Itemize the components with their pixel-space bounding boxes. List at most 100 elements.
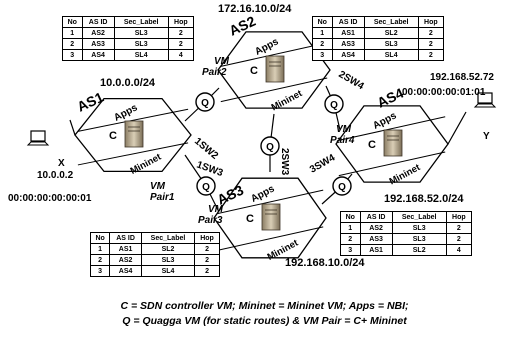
table-cell: 2 — [89, 254, 111, 266]
controller-label: C — [368, 139, 376, 151]
divider-line — [338, 151, 446, 177]
table-cell: SL3 — [391, 222, 447, 234]
quagga-q34 — [332, 176, 352, 196]
table-cell: 2 — [312, 38, 333, 50]
table-cell: 1 — [62, 27, 83, 39]
table-cell: AS4 — [109, 265, 142, 277]
table-header-cell: Hop — [445, 211, 473, 223]
table-cell: 4 — [167, 49, 195, 61]
table-cell: AS4 — [331, 49, 365, 61]
caption-line-1: C = SDN controller VM; Mininet = Mininet… — [120, 300, 409, 312]
table-header-cell: Sec_Label — [391, 211, 447, 223]
as-prefix-as3: 192.168.10.0/24 — [285, 257, 365, 269]
table-cell: AS1 — [359, 244, 393, 256]
table-cell: SL2 — [391, 244, 447, 256]
link-line — [447, 111, 467, 145]
divider-line — [220, 42, 328, 67]
table-cell: AS1 — [109, 243, 142, 255]
table-header-cell: Hop — [167, 16, 195, 28]
table-cell: SL3 — [113, 38, 169, 50]
as-prefix-as2: 172.16.10.0/24 — [218, 3, 292, 15]
server-icon — [124, 120, 144, 148]
vm-pair-label: Pair4 — [330, 135, 355, 146]
table-header-cell: No — [312, 16, 333, 28]
table-header-cell: Hop — [194, 232, 220, 244]
table-cell: AS2 — [359, 222, 393, 234]
switch-label-1SW2: 1SW2 — [192, 136, 220, 162]
quagga-q13 — [196, 176, 216, 196]
keyboard — [473, 103, 497, 108]
table-header-cell: Sec_Label — [140, 232, 196, 244]
controller-label: C — [109, 130, 117, 142]
quagga-q23 — [260, 136, 280, 156]
quagga-label: Q — [330, 100, 338, 111]
vm-pair-label: Pair2 — [202, 67, 227, 78]
divider-line — [338, 116, 446, 141]
quagga-label: Q — [201, 98, 209, 109]
table-header-cell: AS ID — [331, 16, 365, 28]
table-cell: SL4 — [140, 265, 196, 277]
table-cell: 2 — [340, 233, 361, 245]
switch-label-3SW4: 3SW4 — [308, 152, 337, 175]
controller-label: C — [250, 65, 258, 77]
table-cell: 2 — [417, 49, 445, 61]
host-y-ip: 192.168.52.72 — [430, 72, 494, 83]
quagga-label: Q — [202, 182, 210, 193]
quagga-q12 — [195, 92, 215, 112]
table-cell: SL3 — [363, 38, 419, 50]
table-header-cell: AS ID — [359, 211, 393, 223]
vm-pair-label: VM — [208, 204, 224, 215]
host-x-mac: 00:00:00:00:00:01 — [8, 193, 92, 204]
server-body — [124, 120, 144, 148]
host-y-name: Y — [483, 131, 490, 142]
switch-label-2SW4: 2SW4 — [337, 69, 366, 92]
table-cell: AS1 — [331, 27, 365, 39]
table-cell: 2 — [417, 38, 445, 50]
table-cell: 4 — [445, 244, 473, 256]
host-x-ip: 10.0.0.2 — [37, 170, 74, 181]
table-cell: SL3 — [391, 233, 447, 245]
table-cell: SL2 — [363, 27, 419, 39]
table-cell: 1 — [312, 27, 333, 39]
table-cell: 1 — [89, 243, 111, 255]
as-prefix-as1: 10.0.0.0/24 — [100, 77, 156, 89]
table-cell: AS3 — [359, 233, 393, 245]
table-cell: 3 — [89, 265, 111, 277]
table-cell: 3 — [340, 244, 361, 256]
table-header-cell: No — [340, 211, 361, 223]
monitor-screen — [477, 92, 493, 104]
table-cell: 2 — [62, 38, 83, 50]
host-x-icon — [26, 130, 50, 146]
quagga-label: Q — [266, 142, 274, 153]
table-cell: SL3 — [140, 254, 196, 266]
quagga-q24 — [324, 94, 344, 114]
table-header-cell: Sec_Label — [363, 16, 419, 28]
monitor-screen — [30, 130, 46, 142]
table-cell: AS3 — [81, 38, 115, 50]
table-cell: AS2 — [81, 27, 115, 39]
table-cell: 2 — [167, 27, 195, 39]
table-header-cell: Hop — [417, 16, 445, 28]
host-y-icon — [473, 92, 497, 108]
table-cell: SL4 — [113, 49, 169, 61]
table-cell: AS3 — [331, 38, 365, 50]
vm-pair-label: VM — [214, 56, 230, 67]
host-y-mac: 00:00:00:00:01:01 — [402, 87, 486, 98]
